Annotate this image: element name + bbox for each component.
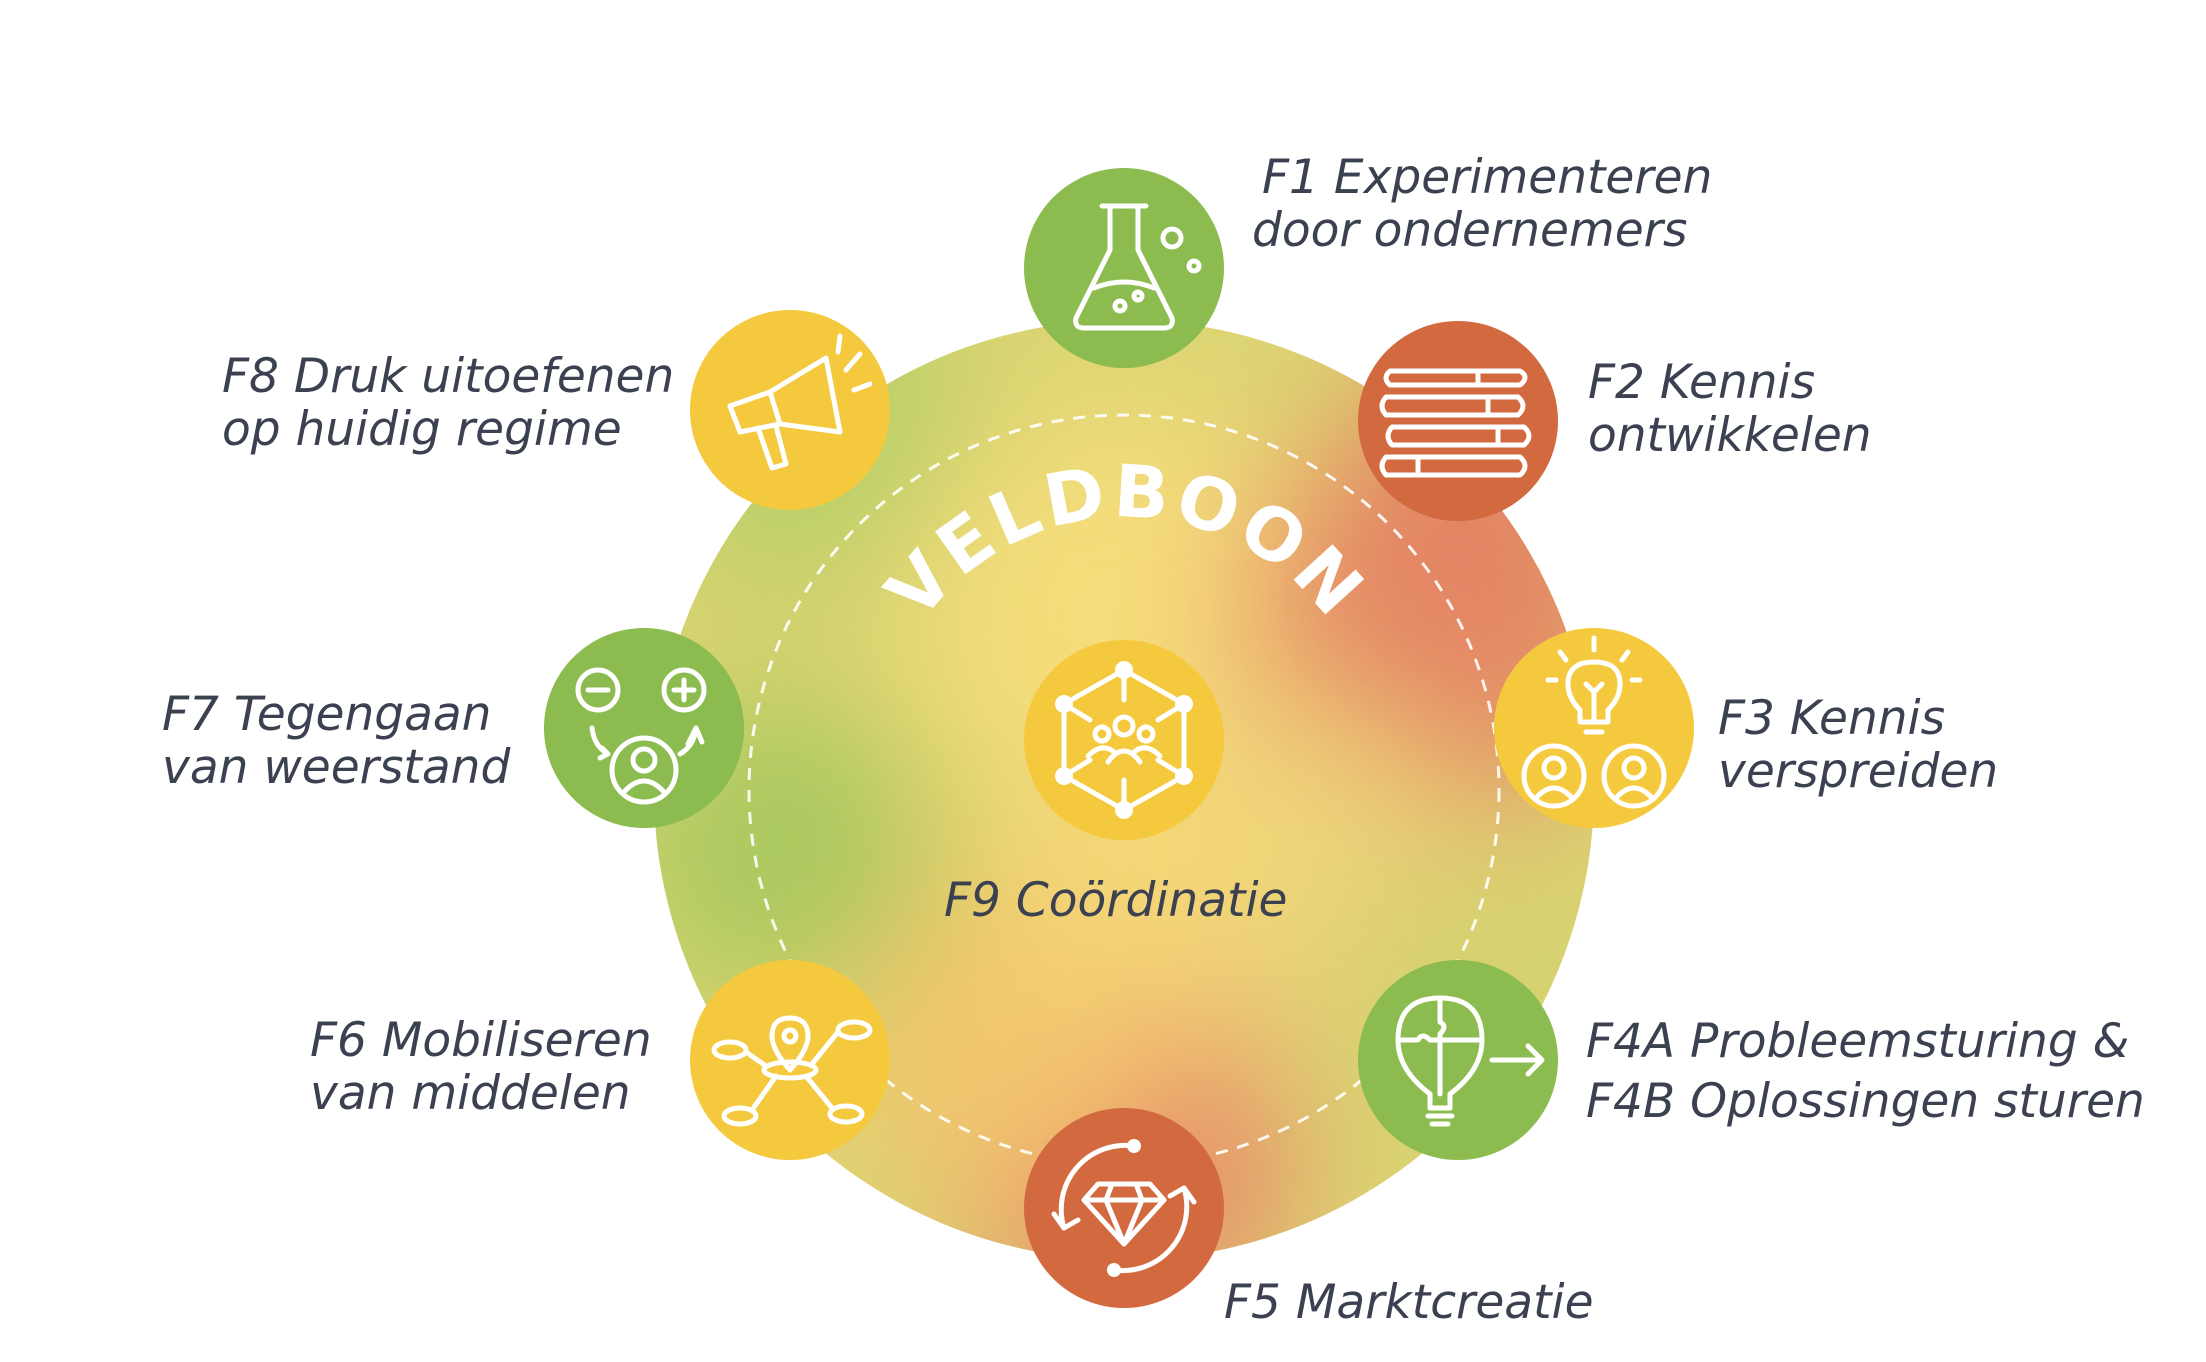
group-network-icon: [1055, 661, 1193, 819]
label-f7: F7 Tegengaan van weerstand: [162, 687, 511, 795]
network-pin-icon: [711, 1015, 873, 1127]
megaphone-icon: [727, 333, 873, 471]
label-f3: F3 Kennis verspreiden: [1718, 691, 1998, 799]
label-f2: F2 Kennis ontwikkelen: [1588, 355, 1872, 463]
label-f4: F4A Probleemsturing & F4B Oplossingen st…: [1586, 1014, 2145, 1129]
label-f1: F1 Experimenteren door ondernemers: [1252, 150, 1727, 258]
puzzle-lightbulb-arrow-icon: [1395, 995, 1545, 1127]
node-f2: [1358, 321, 1558, 521]
dashed-ring: [747, 413, 1501, 1167]
node-f1: [1024, 168, 1224, 368]
minus-plus-person-icon: [575, 667, 707, 805]
flask-icon: [1073, 203, 1202, 331]
label-f5: F5 Marktcreatie: [1224, 1275, 1593, 1330]
node-f5: [1024, 1108, 1224, 1308]
node-f9: [1024, 640, 1224, 840]
node-f3: [1494, 628, 1694, 828]
label-f9: F9 Coördinatie: [944, 873, 1287, 928]
books-icon: [1379, 368, 1532, 478]
lightbulb-people-icon: [1521, 635, 1667, 809]
node-f7: [544, 628, 744, 828]
diamond-cycle-icon: [1051, 1139, 1197, 1277]
label-f6: F6 Mobiliseren van middelen: [310, 1013, 667, 1121]
label-f8: F8 Druk uitoefenen op huidig regime: [222, 349, 689, 457]
node-f8: [690, 310, 890, 510]
